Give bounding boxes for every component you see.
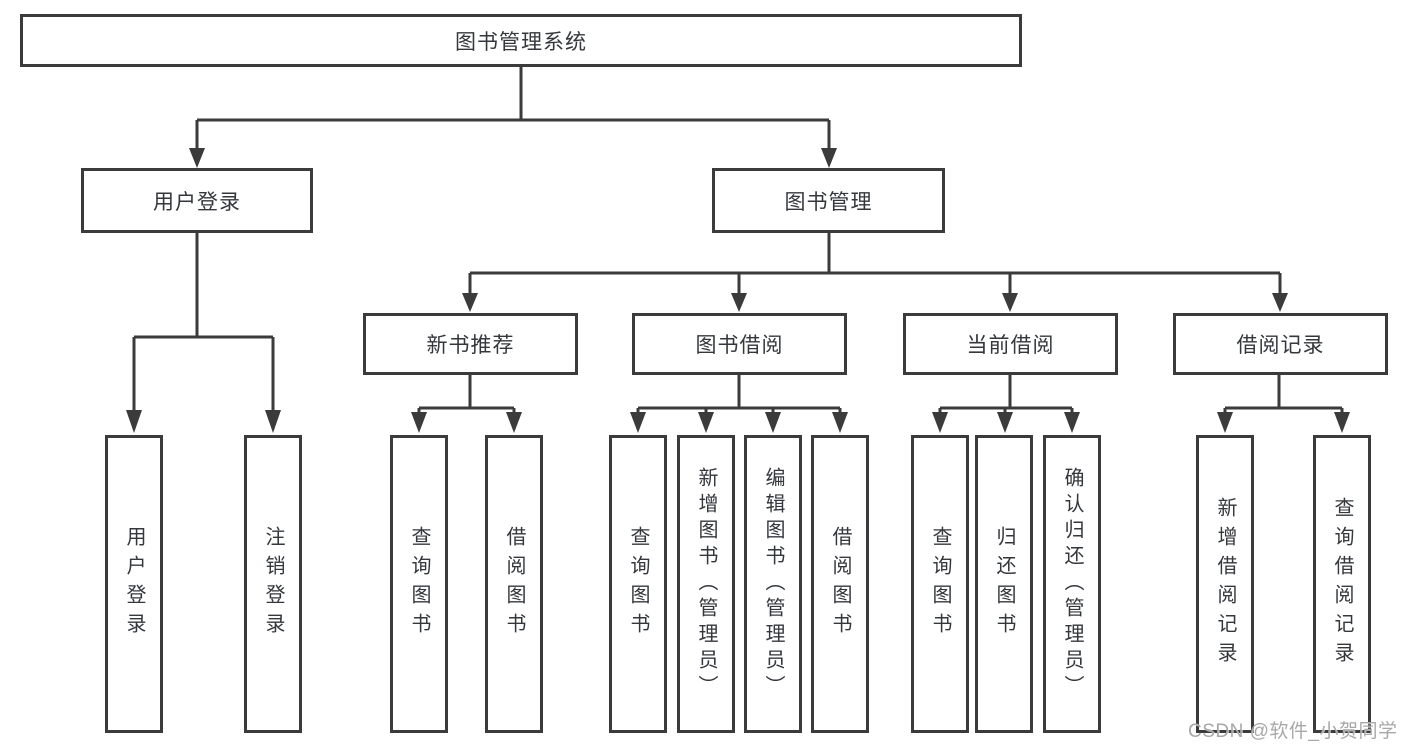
node-user-login: 用户登录 bbox=[81, 168, 313, 233]
connector-bookmgmt-to-level3 bbox=[462, 233, 1288, 312]
leaf-recommend-query-books-label: 查询图书 bbox=[408, 526, 430, 642]
leaf-logout: 注销登录 bbox=[244, 435, 302, 733]
leaf-borrowing-add-books-label: 新增图书（管理员） bbox=[695, 467, 717, 701]
leaf-records-add-record: 新增借阅记录 bbox=[1196, 435, 1254, 733]
leaf-current-confirm-return-label: 确认归还（管理员） bbox=[1061, 467, 1083, 701]
csdn-watermark: CSDN @软件_小贺同学 bbox=[1188, 721, 1398, 742]
leaf-borrowing-borrow-books-label: 借阅图书 bbox=[829, 526, 851, 642]
leaf-user-login-label: 用户登录 bbox=[123, 526, 145, 642]
node-root-system-label: 图书管理系统 bbox=[455, 30, 587, 54]
leaf-recommend-borrow-books: 借阅图书 bbox=[485, 435, 543, 733]
leaf-records-query-record: 查询借阅记录 bbox=[1313, 435, 1371, 733]
node-book-borrowing: 图书借阅 bbox=[632, 313, 847, 375]
leaf-borrowing-query-books-label: 查询图书 bbox=[627, 526, 649, 642]
leaf-recommend-borrow-books-label: 借阅图书 bbox=[503, 526, 525, 642]
node-book-management-label: 图书管理 bbox=[784, 190, 873, 214]
connector-current-to-leaves bbox=[932, 375, 1080, 433]
leaf-borrowing-edit-books: 编辑图书（管理员） bbox=[744, 435, 802, 733]
leaf-recommend-query-books: 查询图书 bbox=[390, 435, 448, 733]
node-current-borrowing-label: 当前借阅 bbox=[966, 334, 1055, 357]
leaf-borrowing-add-books: 新增图书（管理员） bbox=[677, 435, 735, 733]
leaf-borrowing-edit-books-label: 编辑图书（管理员） bbox=[762, 467, 784, 701]
node-borrowing-records-label: 借阅记录 bbox=[1236, 334, 1325, 357]
node-root-system: 图书管理系统 bbox=[20, 14, 1022, 67]
leaf-logout-label: 注销登录 bbox=[262, 526, 284, 642]
connector-recommend-to-leaves bbox=[411, 375, 522, 433]
node-current-borrowing: 当前借阅 bbox=[903, 313, 1118, 375]
leaf-current-query-books-label: 查询图书 bbox=[929, 526, 951, 642]
leaf-borrowing-query-books: 查询图书 bbox=[609, 435, 667, 733]
connector-userlogin-to-leaves bbox=[126, 233, 281, 433]
node-new-book-recommend: 新书推荐 bbox=[363, 313, 578, 375]
leaf-borrowing-borrow-books: 借阅图书 bbox=[811, 435, 869, 733]
node-user-login-label: 用户登录 bbox=[153, 190, 241, 214]
leaf-records-query-record-label: 查询借阅记录 bbox=[1331, 497, 1353, 671]
leaf-records-add-record-label: 新增借阅记录 bbox=[1214, 497, 1236, 671]
connector-borrowing-to-leaves bbox=[630, 375, 848, 433]
node-new-book-recommend-label: 新书推荐 bbox=[426, 334, 515, 357]
leaf-current-confirm-return: 确认归还（管理员） bbox=[1043, 435, 1101, 733]
leaf-current-return-books-label: 归还图书 bbox=[993, 526, 1015, 642]
leaf-current-query-books: 查询图书 bbox=[911, 435, 969, 733]
node-book-borrowing-label: 图书借阅 bbox=[695, 334, 784, 357]
connector-records-to-leaves bbox=[1217, 375, 1350, 433]
node-borrowing-records: 借阅记录 bbox=[1173, 313, 1388, 375]
connector-root-to-level2 bbox=[189, 67, 837, 168]
node-book-management: 图书管理 bbox=[712, 168, 945, 233]
leaf-current-return-books: 归还图书 bbox=[975, 435, 1033, 733]
leaf-user-login: 用户登录 bbox=[105, 435, 163, 733]
